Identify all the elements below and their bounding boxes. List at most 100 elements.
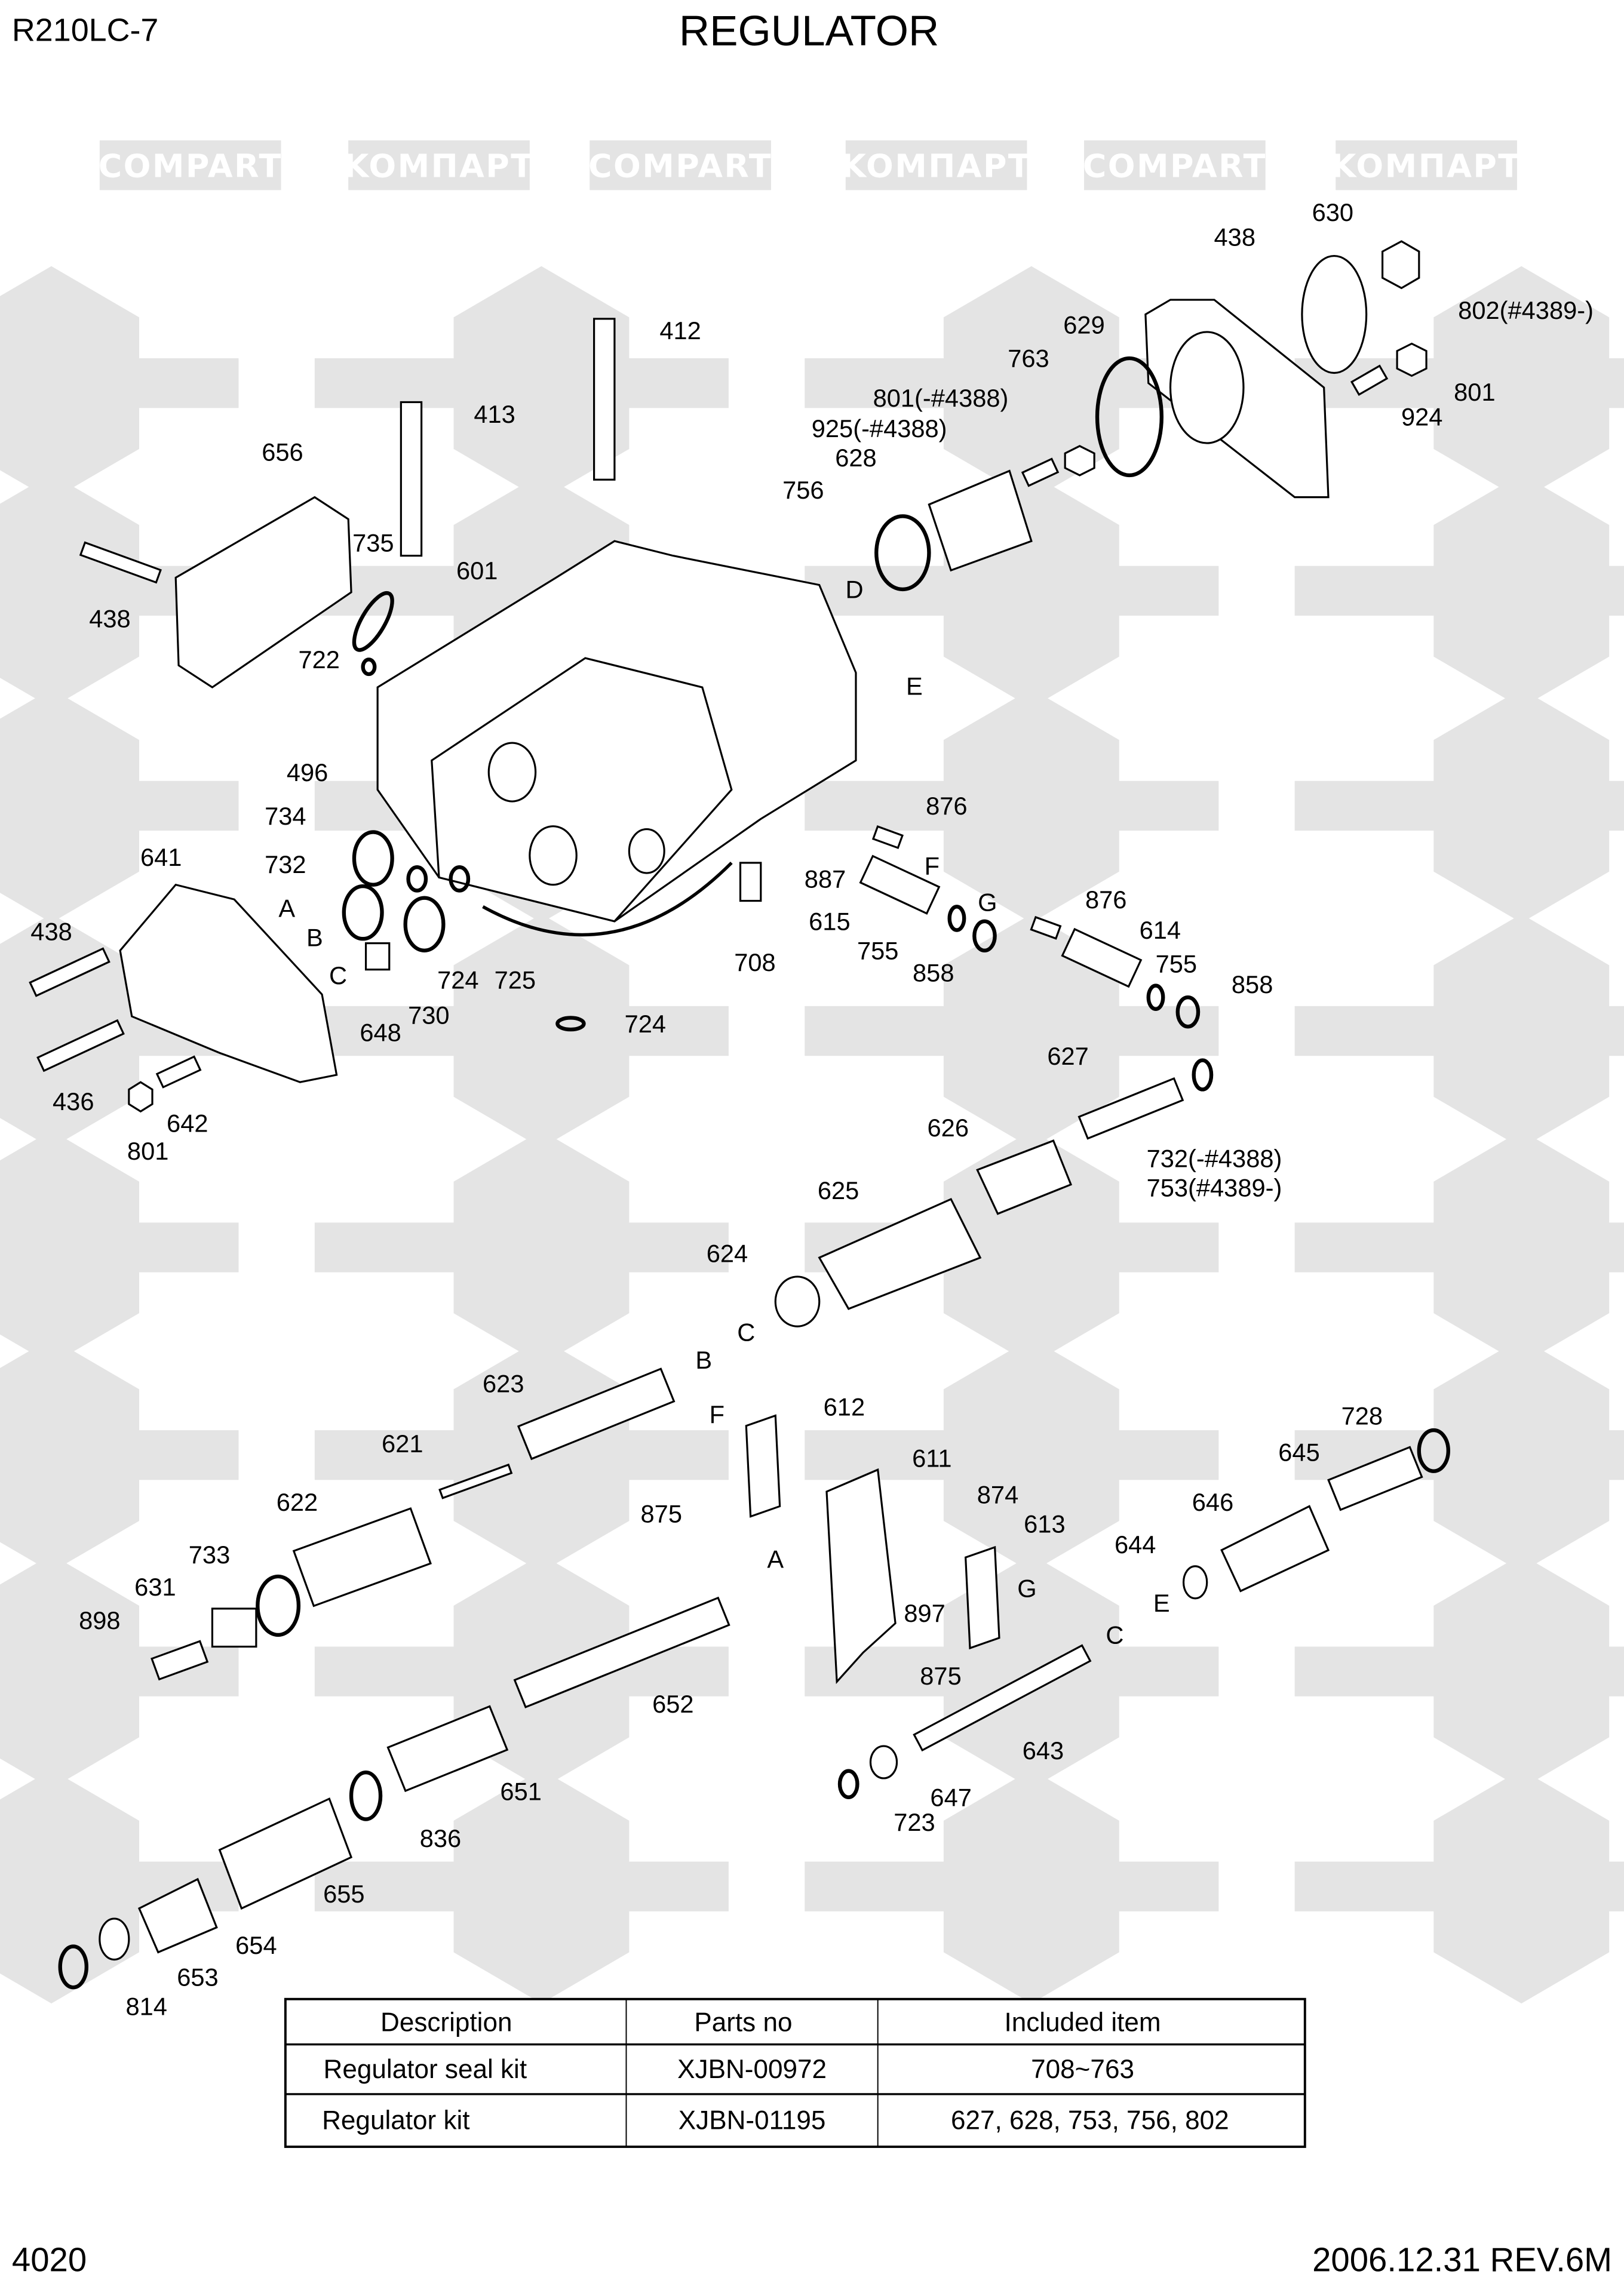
seat-653	[100, 1919, 129, 1960]
part-label: 412	[659, 316, 701, 345]
watermark-band	[63, 781, 239, 831]
part-label: 801	[127, 1137, 168, 1165]
watermark-band	[1533, 1006, 1624, 1056]
part-label: 836	[420, 1824, 461, 1852]
watermark-text: KOMПАРТ	[1331, 147, 1522, 185]
part-label: 732(-#4388)	[1147, 1144, 1282, 1172]
watermark-band	[805, 1430, 980, 1480]
part-label: 753(#4389-)	[1147, 1173, 1282, 1201]
watermark-band	[1533, 1862, 1624, 1911]
o-ring-722	[363, 659, 375, 674]
table-cell: Regulator kit	[322, 2106, 469, 2135]
model-name: R210LC-7	[12, 13, 158, 48]
part-label: 925(-#4388)	[812, 414, 947, 442]
part-label: 802(#4389-)	[1458, 296, 1594, 324]
part-label: B	[306, 923, 323, 951]
part-label: 641	[140, 843, 182, 871]
part-label: 858	[913, 958, 954, 986]
part-label: 623	[483, 1369, 524, 1397]
part-label: 653	[177, 1963, 218, 1991]
part-label: 708	[734, 948, 775, 976]
part-label: E	[906, 672, 923, 700]
part-label: 621	[382, 1430, 423, 1458]
part-label: 724	[437, 966, 478, 994]
part-label: D	[845, 576, 863, 604]
part-number-labels: 630438802(#4389-)629412763801(-#4388)801…	[30, 198, 1594, 2021]
o-ring-723	[840, 1771, 857, 1797]
watermark-band	[1295, 1222, 1470, 1272]
watermark-band	[1533, 1430, 1624, 1480]
part-label: 646	[1192, 1488, 1233, 1516]
watermark-band	[1043, 1862, 1218, 1911]
watermark-band	[63, 1430, 239, 1480]
sleeve-622	[294, 1508, 431, 1606]
part-label: 656	[262, 438, 303, 466]
part-label: 801	[1454, 378, 1495, 406]
part-label: 626	[928, 1114, 969, 1142]
part-label: 735	[352, 528, 394, 557]
watermark-band	[1043, 1222, 1218, 1272]
watermark-band	[1043, 781, 1218, 831]
part-label: 642	[167, 1109, 208, 1138]
part-label: 622	[277, 1488, 318, 1516]
seat-644	[1184, 1566, 1207, 1599]
part-label: 630	[1312, 198, 1353, 226]
part-label: 647	[930, 1783, 971, 1811]
part-label: 874	[977, 1481, 1018, 1509]
part-label: C	[737, 1318, 755, 1347]
part-label: 625	[818, 1176, 859, 1204]
part-label: 496	[287, 758, 328, 786]
watermark-band	[553, 358, 729, 408]
o-ring-724	[409, 867, 426, 890]
page-title: REGULATOR	[679, 8, 939, 55]
nut-802	[1383, 241, 1419, 288]
o-ring-734	[354, 832, 392, 884]
plug-887	[741, 863, 761, 901]
part-label: G	[1017, 1574, 1036, 1602]
part-label: 876	[1085, 886, 1126, 914]
nut-801	[1397, 344, 1426, 376]
table-header-included: Included item	[1004, 2008, 1161, 2037]
seat-624	[775, 1277, 819, 1326]
table-cell: XJBN-01195	[679, 2106, 826, 2135]
watermark-band	[1533, 1647, 1624, 1696]
plug-647	[870, 1746, 897, 1778]
part-label: 651	[500, 1778, 541, 1806]
o-ring-730	[406, 898, 444, 951]
part-label: C	[1106, 1621, 1123, 1649]
part-label: 436	[53, 1087, 94, 1115]
part-label: 613	[1024, 1510, 1065, 1538]
part-label: 648	[360, 1019, 401, 1047]
sleeve-651	[388, 1707, 507, 1791]
nut-801-c	[129, 1082, 152, 1111]
port	[489, 743, 535, 801]
table-cell: Regulator seal kit	[324, 2055, 527, 2084]
part-label: 654	[235, 1931, 277, 1959]
part-label: F	[925, 852, 940, 880]
watermark-band	[315, 358, 490, 408]
watermark-band	[315, 1647, 490, 1696]
part-label: 652	[652, 1690, 693, 1718]
spring-646	[1221, 1506, 1328, 1591]
watermark-band	[553, 1222, 729, 1272]
cover-bore	[1171, 332, 1244, 443]
table-header-description: Description	[380, 2008, 512, 2037]
part-label: 614	[1140, 916, 1181, 944]
part-label: A	[278, 895, 295, 923]
watermark-text: COMPART	[588, 147, 772, 185]
part-label: 624	[707, 1239, 748, 1267]
part-label: 413	[474, 400, 515, 428]
part-label: 724	[625, 1010, 666, 1038]
sleeve-631	[212, 1609, 256, 1647]
part-label: 733	[189, 1541, 230, 1569]
table-cell: 708~763	[1031, 2055, 1134, 2084]
part-label: 755	[1156, 950, 1197, 978]
table-header-parts-no: Parts no	[694, 2008, 792, 2037]
part-label: 645	[1278, 1439, 1319, 1467]
part-label: 898	[79, 1606, 120, 1634]
o-ring-755-b	[1149, 986, 1163, 1009]
o-ring-732	[344, 886, 382, 939]
part-label: 612	[824, 1393, 865, 1421]
part-label: 643	[1023, 1736, 1064, 1765]
watermark-band	[63, 358, 239, 408]
